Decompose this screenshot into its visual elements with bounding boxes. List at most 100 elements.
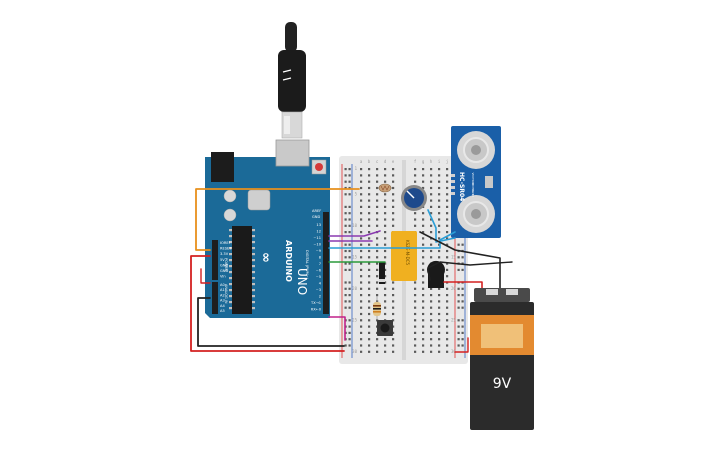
usb-b-jack: [275, 139, 310, 167]
breadboard-hole: [392, 205, 395, 208]
breadboard-row-number: 25: [352, 317, 357, 322]
breadboard-hole: [422, 338, 425, 341]
pin-label: 5V: [220, 258, 225, 262]
relay-label: KS2E-M-DC5: [405, 240, 410, 265]
breadboard-hole: [430, 212, 433, 215]
breadboard-hole: [392, 331, 395, 334]
breadboard-hole: [422, 287, 425, 290]
breadboard-hole: [446, 168, 449, 171]
breadboard-hole: [438, 331, 441, 334]
dc-jack: [211, 152, 234, 182]
chip-pin: [252, 265, 255, 268]
usb-plug-shine: [284, 116, 290, 134]
breadboard-hole: [368, 174, 371, 177]
breadboard-hole: [430, 193, 433, 196]
breadboard-hole: [368, 344, 371, 347]
pin-label: A0: [220, 283, 225, 287]
usb-cable: [278, 22, 306, 139]
breadboard-hole: [446, 205, 449, 208]
breadboard-hole: [430, 186, 433, 190]
pin-label: 2: [319, 295, 321, 299]
sensor-pin: [451, 192, 455, 195]
breadboard-hole: [360, 262, 363, 265]
wires: [190, 188, 513, 353]
breadboard-row-number: 15: [352, 254, 357, 259]
breadboard-hole: [446, 199, 449, 202]
breadboard-hole: [360, 306, 363, 309]
breadboard-hole: [360, 249, 363, 253]
breadboard-hole: [344, 256, 347, 259]
breadboard-hole: [348, 331, 351, 334]
analog-header: [212, 282, 218, 314]
breadboard-hole: [368, 218, 371, 221]
usb-icon: [282, 69, 292, 81]
diode-body: [379, 262, 385, 284]
breadboard-hole: [360, 294, 363, 297]
push-button: [377, 320, 393, 336]
breadboard-row-number: 20: [352, 286, 357, 291]
breadboard-hole: [422, 319, 425, 322]
breadboard-hole: [348, 325, 351, 328]
breadboard-hole: [344, 180, 347, 183]
breadboard-hole: [344, 205, 347, 208]
breadboard-hole: [414, 300, 417, 303]
breadboard-column-letter: c: [376, 159, 379, 164]
breadboard-hole: [430, 243, 433, 246]
breadboard-hole: [422, 306, 425, 309]
battery-9v: 9V: [470, 288, 534, 430]
breadboard-hole: [348, 174, 351, 177]
breadboard-hole: [430, 205, 433, 208]
potentiometer-indicator: [406, 190, 415, 199]
breadboard-hole: [430, 199, 433, 202]
breadboard-hole: [392, 344, 395, 347]
breadboard-hole: [446, 268, 449, 271]
breadboard-hole: [360, 281, 363, 284]
breadboard-hole: [438, 249, 441, 253]
transistor-body: [427, 260, 445, 288]
chip-pin: [229, 253, 232, 256]
breadboard-hole: [344, 174, 347, 177]
breadboard-hole: [422, 231, 425, 234]
breadboard-hole: [360, 331, 363, 334]
breadboard-hole: [422, 281, 425, 284]
chip-pin: [229, 277, 232, 280]
pin-label: GND: [220, 269, 228, 273]
analog-label: ANALOG IN: [224, 284, 228, 304]
breadboard-hole: [348, 294, 351, 297]
breadboard-hole: [430, 168, 433, 171]
breadboard-hole: [344, 281, 347, 284]
breadboard-hole: [457, 294, 460, 297]
breadboard-hole: [461, 325, 464, 328]
chip-pin: [252, 253, 255, 256]
power-header: [212, 240, 218, 280]
breadboard-row-number: 10: [352, 223, 357, 228]
breadboard-hole: [384, 262, 387, 265]
breadboard-hole: [360, 312, 363, 316]
gnd-label: GND: [312, 215, 320, 219]
breadboard-row-number: 20: [451, 286, 456, 291]
breadboard-hole: [461, 268, 464, 271]
breadboard-hole: [384, 224, 387, 227]
breadboard-column-letter: i: [438, 159, 441, 164]
battery-voltage-label: 9V: [493, 376, 512, 392]
breadboard-hole: [392, 325, 395, 328]
breadboard-hole: [384, 281, 387, 284]
breadboard-hole: [384, 205, 387, 208]
breadboard-hole: [422, 243, 425, 246]
breadboard-hole: [461, 256, 464, 259]
breadboard-hole: [384, 231, 387, 234]
breadboard-hole: [414, 338, 417, 341]
breadboard-hole: [422, 186, 425, 190]
breadboard-hole: [438, 168, 441, 171]
wire-cyan-sensor-2: [427, 209, 456, 243]
pin-label: RX←0: [311, 308, 322, 312]
breadboard-hole: [360, 186, 363, 190]
wire-purple-trig: [328, 230, 381, 237]
chip-pin: [252, 229, 255, 232]
wire-red-analog: [200, 268, 211, 284]
breadboard-hole: [422, 237, 425, 240]
breadboard-hole: [344, 224, 347, 227]
breadboard-hole: [360, 350, 363, 353]
breadboard-hole: [360, 268, 363, 271]
